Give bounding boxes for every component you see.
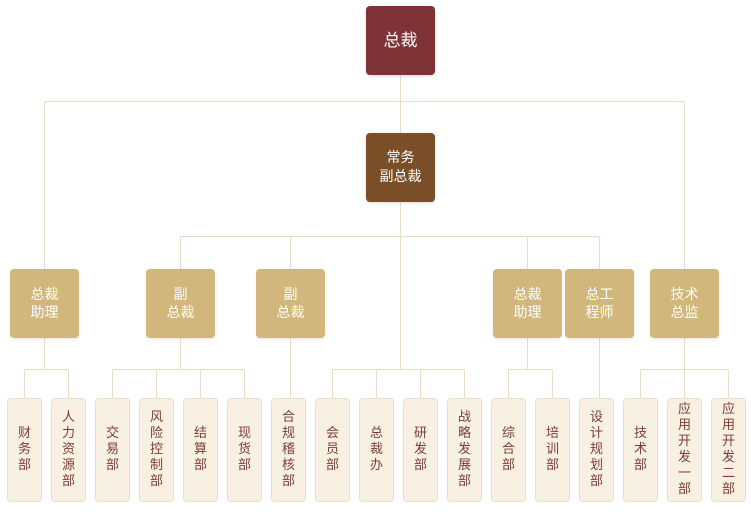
node-president-label: 总裁	[383, 30, 418, 51]
dept-research-development: 研发部	[403, 398, 438, 502]
dept-training: 培训部	[535, 398, 570, 502]
node-label: 总裁 助理	[30, 286, 59, 321]
dept-app-development-2: 应用开发二部	[711, 398, 746, 502]
dept-label: 财务部	[17, 426, 31, 473]
dept-design-planning: 设计规划部	[579, 398, 614, 502]
dept-president-office: 总裁办	[359, 398, 394, 502]
dept-strategic-development: 战略发展部	[447, 398, 482, 502]
dept-label: 设计规划部	[589, 410, 603, 489]
node-executive-vice-president: 常务 副总裁	[366, 133, 435, 202]
dept-compliance-audit: 合规稽核部	[271, 398, 306, 502]
dept-finance: 财务部	[7, 398, 42, 502]
dept-risk-control: 风险控制部	[139, 398, 174, 502]
node-label: 总裁 助理	[513, 286, 542, 321]
dept-human-resources: 人力资源部	[51, 398, 86, 502]
dept-membership: 会员部	[315, 398, 350, 502]
dept-label: 总裁办	[369, 426, 383, 473]
dept-label: 技术部	[633, 426, 647, 473]
dept-label: 综合部	[501, 426, 515, 473]
dept-label: 结算部	[193, 426, 207, 473]
dept-general-affairs: 综合部	[491, 398, 526, 502]
dept-spot-goods: 现货部	[227, 398, 262, 502]
dept-label: 交易部	[105, 426, 119, 473]
node-technical-director: 技术 总监	[650, 269, 719, 338]
dept-label: 研发部	[413, 426, 427, 473]
dept-label: 合规稽核部	[281, 410, 295, 489]
dept-label: 会员部	[325, 426, 339, 473]
node-executive-vice-president-label: 常务 副总裁	[379, 149, 422, 185]
dept-label: 战略发展部	[457, 410, 471, 489]
node-label: 副 总裁	[276, 286, 305, 321]
node-assistant-president-left: 总裁 助理	[10, 269, 79, 338]
dept-label: 人力资源部	[61, 410, 75, 489]
dept-settlement: 结算部	[183, 398, 218, 502]
node-chief-engineer: 总工 程师	[565, 269, 634, 338]
dept-label: 应用开发一部	[677, 402, 691, 497]
dept-trading: 交易部	[95, 398, 130, 502]
dept-label: 应用开发二部	[721, 402, 735, 497]
node-vice-president-1: 副 总裁	[146, 269, 215, 338]
node-label: 技术 总监	[670, 286, 699, 321]
dept-label: 现货部	[237, 426, 251, 473]
node-vice-president-2: 副 总裁	[256, 269, 325, 338]
node-label: 总工 程师	[585, 286, 614, 321]
node-assistant-president-right: 总裁 助理	[493, 269, 562, 338]
dept-technology: 技术部	[623, 398, 658, 502]
node-label: 副 总裁	[166, 286, 195, 321]
dept-app-development-1: 应用开发一部	[667, 398, 702, 502]
dept-label: 培训部	[545, 426, 559, 473]
node-president: 总裁	[366, 6, 435, 75]
dept-label: 风险控制部	[149, 410, 163, 489]
